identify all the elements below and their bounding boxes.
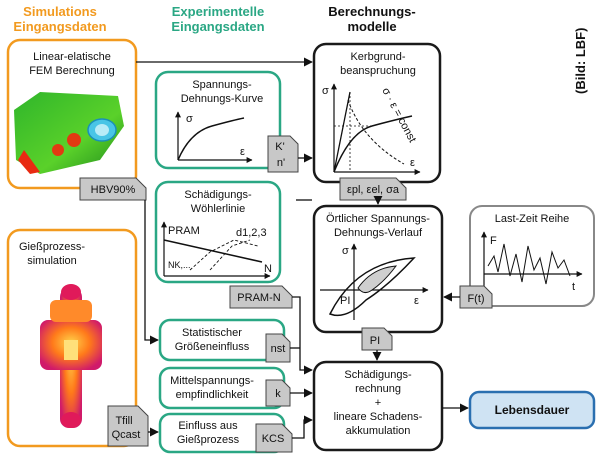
- kn-tag: K' n': [267, 135, 299, 173]
- casting-model-image: [40, 284, 102, 428]
- nst-tag: nst: [265, 333, 291, 363]
- notch-eps-label: ε: [410, 157, 415, 169]
- notch-sigma-label: σ: [322, 85, 329, 97]
- header-calc-line1: Berechnungs-: [328, 4, 415, 19]
- cast-influence-label-line2: Gießprozess: [177, 434, 240, 446]
- load-time-label: Last-Zeit Reihe: [495, 213, 570, 225]
- damage-box: Schädigungs- rechnung + lineare Schadens…: [312, 360, 444, 452]
- ft-tag: F(t): [459, 285, 493, 309]
- notch-label-line1: Kerbgrund-: [350, 51, 405, 63]
- notch-label-line2: beanspruchung: [340, 65, 416, 77]
- notch-elastic-line: [333, 91, 351, 173]
- damage-label-line3: +: [375, 397, 381, 409]
- stress-strain-label-line2: Dehnungs-Kurve: [181, 93, 264, 105]
- tq-tag-line2: Qcast: [112, 429, 141, 441]
- pi-tag: PI: [361, 327, 393, 351]
- mean-stress-box: Mittelspannungs- empfindlichkeit: [158, 366, 286, 410]
- casting-box: Gießprozess- simulation: [6, 228, 138, 448]
- pram-n-tag: PRAM-N: [229, 285, 293, 309]
- eps-tag: εpl, εel, σa: [339, 177, 407, 201]
- fem-label-line1: Linear-elatische: [33, 51, 111, 63]
- damage-label-line1: Schädigungs-: [344, 369, 412, 381]
- load-signal: [487, 243, 571, 285]
- fem-box: Linear-elatische FEM Berechnung: [6, 38, 138, 190]
- local-pi-label: PI: [340, 295, 350, 307]
- ss-sigma-label: σ: [186, 113, 193, 125]
- ss-eps-label: ε: [240, 146, 245, 158]
- image-credit: (Bild: LBF): [573, 28, 588, 94]
- cast-influence-label-line1: Einfluss aus: [178, 420, 238, 432]
- local-eps-label: ε: [414, 295, 419, 307]
- kcs-tag-label: KCS: [262, 433, 285, 445]
- d-label: d1,2,3: [236, 227, 267, 239]
- stress-strain-label-line1: Spannungs-: [192, 79, 252, 91]
- header-simulation-line2: Eingangsdaten: [13, 19, 106, 34]
- hysteresis-inner: [357, 265, 398, 294]
- woehler-label-line2: Wöhlerlinie: [191, 203, 245, 215]
- nst-tag-label: nst: [271, 343, 286, 355]
- hysteresis-outer: [328, 257, 416, 317]
- damage-label-line5: akkumulation: [346, 425, 411, 437]
- kn-tag-line2: n': [277, 157, 285, 169]
- damage-lines-2: [209, 239, 251, 271]
- pi-tag-label: PI: [370, 335, 380, 347]
- arrow-kcs-to-damage: [292, 415, 313, 439]
- size-box: Statistischer Größeneinfluss: [158, 318, 286, 362]
- header-calc-line2: modelle: [347, 19, 396, 34]
- size-label-line2: Größeneinfluss: [175, 341, 250, 353]
- life-label: Lebensdauer: [495, 403, 570, 417]
- mean-stress-label-line1: Mittelspannungs-: [170, 375, 254, 387]
- arrow-pram-to-damage: [292, 296, 313, 375]
- woehler-label-line1: Schädigungs-: [184, 189, 252, 201]
- header-experimental-line2: Eingangsdaten: [171, 19, 264, 34]
- fem-label-line2: FEM Berechnung: [29, 65, 115, 77]
- local-box: Örtlicher Spannungs- Dehnungs-Verlauf σ …: [312, 204, 444, 334]
- tq-tag: Tfill Qcast: [107, 405, 149, 447]
- pram-label: PRAM: [168, 225, 200, 237]
- damage-label-line4: lineare Schadens-: [334, 411, 423, 423]
- fem-model-image: [14, 92, 124, 174]
- damage-label-line2: rechnung: [355, 383, 401, 395]
- pram-n-tag-label: PRAM-N: [237, 292, 280, 304]
- woehler-n-label: N: [264, 263, 272, 275]
- k-tag-label: k: [275, 388, 281, 400]
- local-label-line2: Dehnungs-Verlauf: [334, 227, 423, 239]
- k-tag: k: [265, 379, 291, 407]
- stress-strain-box: Spannungs- Dehnungs-Kurve σ ε: [154, 70, 282, 170]
- local-sigma-label: σ: [342, 245, 349, 257]
- mean-stress-label-line2: empfindlichkeit: [176, 389, 249, 401]
- hbv-tag: HBV90%: [79, 177, 147, 201]
- damage-lines: [189, 239, 259, 271]
- header-experimental-line1: Experimentelle: [172, 4, 265, 19]
- notch-hyperbola: [347, 99, 405, 165]
- connectors: [136, 57, 469, 439]
- tq-tag-line1: Tfill: [115, 415, 132, 427]
- lt-t-label: t: [572, 281, 575, 293]
- nk-label: NK,...: [168, 260, 191, 270]
- arrow-hbv-to-size: [144, 200, 159, 345]
- ss-curve: [177, 117, 245, 161]
- notch-box: Kerbgrund- beanspruchung σ ε σ · ε = con…: [312, 42, 442, 184]
- header-simulation-line1: Simulations: [23, 4, 97, 19]
- load-time-box: Last-Zeit Reihe F t: [469, 205, 595, 307]
- size-label-line1: Statistischer: [182, 327, 242, 339]
- eps-tag-label: εpl, εel, σa: [347, 184, 400, 196]
- casting-label-line1: Gießprozess-: [19, 241, 85, 253]
- kn-tag-line1: K': [275, 141, 284, 153]
- woehler-box: Schädigungs- Wöhlerlinie PRAM d1,2,3 NK,…: [154, 180, 282, 284]
- life-box: Lebensdauer: [468, 390, 596, 430]
- lt-f-label: F: [490, 235, 497, 247]
- ft-tag-label: F(t): [467, 293, 484, 305]
- hbv-tag-label: HBV90%: [91, 184, 136, 196]
- kcs-tag: KCS: [255, 423, 293, 453]
- casting-label-line2: simulation: [27, 255, 77, 267]
- local-label-line1: Örtlicher Spannungs-: [326, 213, 430, 225]
